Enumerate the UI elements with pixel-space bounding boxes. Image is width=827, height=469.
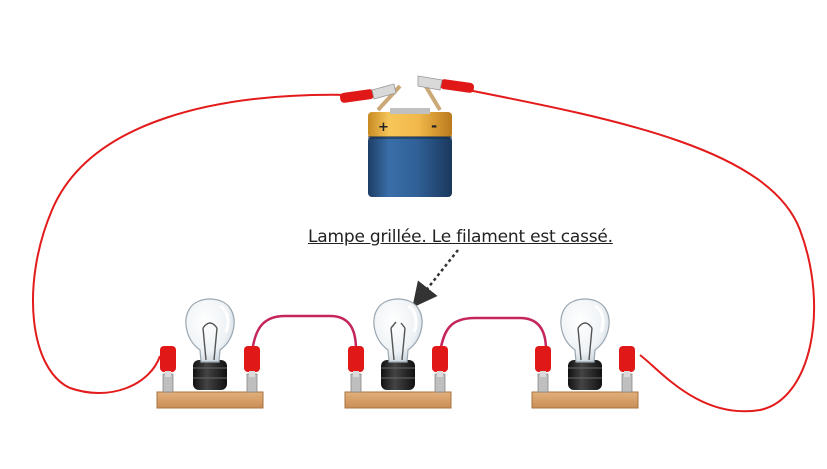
wooden-base: [156, 391, 264, 409]
bulb-socket: [193, 360, 227, 390]
clip-left: [348, 346, 364, 372]
wire-left: [31, 93, 353, 394]
battery-negative-label: -: [431, 117, 437, 135]
bulb-station-1: [156, 298, 264, 409]
clip-left: [535, 346, 551, 372]
clip-left: [160, 346, 176, 372]
wooden-base: [531, 391, 639, 409]
battery-clip-left: [339, 83, 397, 103]
bulb-socket: [568, 360, 602, 390]
filament: [202, 322, 218, 329]
clip-right: [619, 346, 635, 372]
bulb-group: [156, 298, 639, 409]
annotation-label: Lampe grillée. Le filament est cassé.: [308, 227, 613, 247]
broken-bulb: [373, 298, 423, 363]
clip-right: [244, 346, 260, 372]
battery: + -: [339, 75, 475, 197]
wire-link-1: [250, 314, 358, 353]
bulb-station-2: [344, 298, 452, 409]
wire-right: [467, 89, 816, 413]
bulb-socket: [381, 360, 415, 390]
wooden-base: [344, 391, 452, 409]
lamp-bulb: [185, 298, 235, 363]
annotation-arrow: [412, 249, 459, 308]
wire-link-2: [438, 316, 548, 353]
bulb-station-3: [531, 298, 639, 409]
filament: [577, 322, 593, 329]
lamp-bulb: [560, 298, 610, 363]
battery-clip-right: [417, 75, 475, 93]
clip-right: [432, 346, 448, 372]
filament-broken: [390, 321, 397, 329]
battery-positive-label: +: [378, 120, 389, 135]
